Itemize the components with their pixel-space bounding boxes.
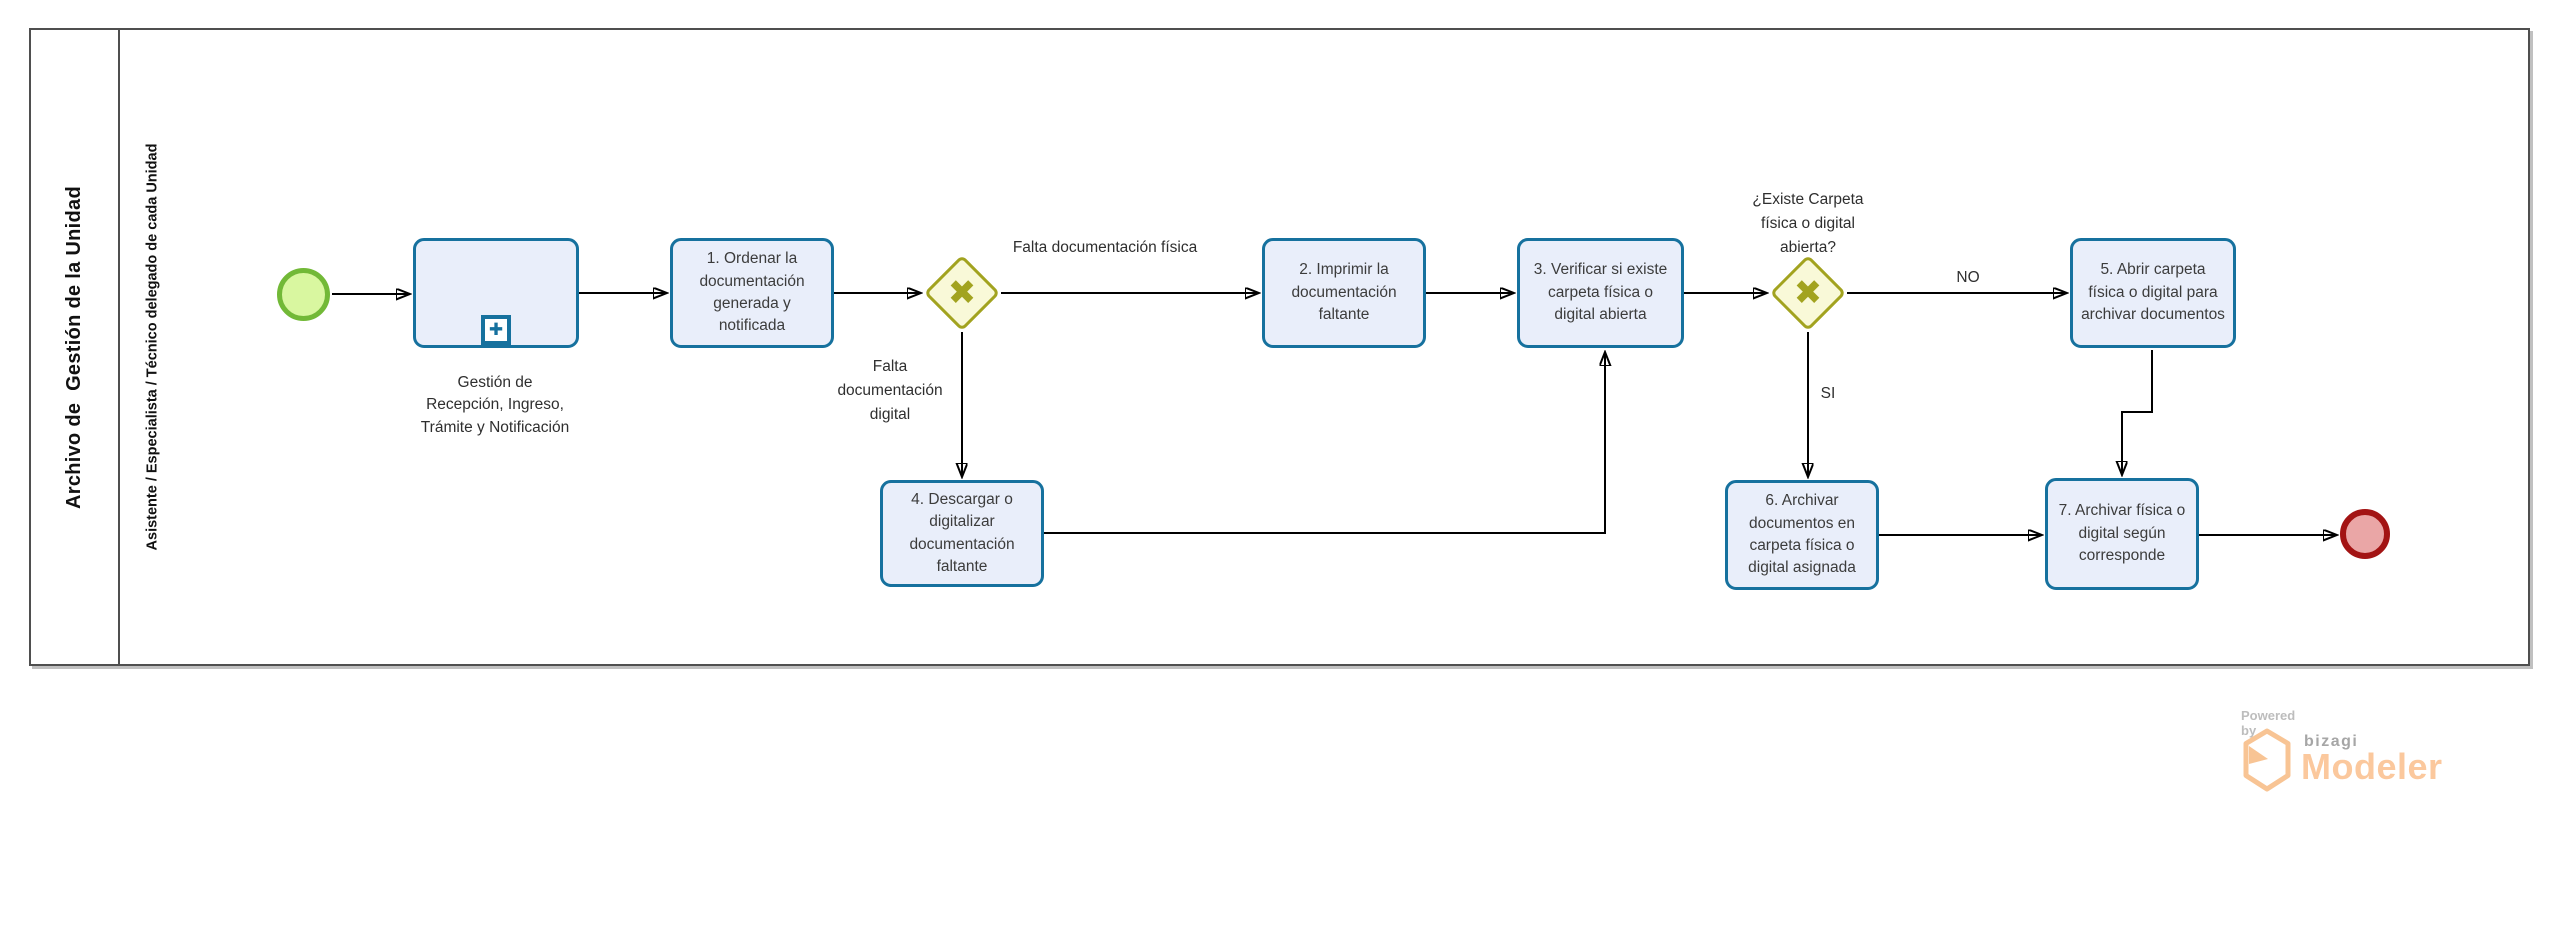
task-7-label: 7. Archivar física o digital según corre…: [2058, 502, 2186, 565]
powered-by-text: Powered by: [2241, 708, 2296, 738]
task-2-label: 2. Imprimir la documentación faltante: [1291, 261, 1397, 324]
subprocess-expand-box: ✚: [481, 315, 511, 345]
gateway-x-icon: ✖: [947, 273, 977, 313]
pool-title: Archivo de Gestión de la Unidad: [63, 185, 85, 509]
end-event: [2340, 509, 2390, 559]
flow-label-falta-digital: Falta documentación digital: [837, 358, 943, 424]
task-6-label: 6. Archivar documentos en carpeta física…: [1748, 492, 1856, 577]
task-1-label: 1. Ordenar la documentación generada y n…: [699, 250, 805, 335]
task-2-imprimir-documentacion: 2. Imprimir la documentación faltante: [1262, 238, 1426, 348]
modeler-product-text: Modeler: [2301, 746, 2443, 787]
start-event: [277, 268, 330, 321]
gateway-x-icon: ✖: [1793, 273, 1823, 313]
bizagi-brand-text: bizagi: [2304, 733, 2359, 750]
subprocess-label: Gestión de Recepción, Ingreso, Trámite y…: [420, 374, 570, 436]
task-4-descargar-digitalizar: 4. Descargar o digitalizar documentación…: [880, 480, 1044, 587]
pool-title-band: Archivo de Gestión de la Unidad: [31, 30, 120, 664]
task-6-archivar-documentos: 6. Archivar documentos en carpeta física…: [1725, 480, 1879, 590]
flow-label-si: SI: [1820, 385, 1836, 402]
subprocess-gestion-recepcion: ✚: [413, 238, 579, 348]
subprocess-plus-icon: ✚: [488, 319, 504, 340]
flow-label-no: NO: [1956, 269, 1980, 286]
task-5-label: 5. Abrir carpeta física o digital para a…: [2081, 261, 2225, 324]
bizagi-hexagon-icon: [2243, 728, 2291, 792]
lane-label: Asistente / Especialista / Técnico deleg…: [144, 143, 160, 551]
task-7-archivar-fisica-digital: 7. Archivar física o digital según corre…: [2045, 478, 2199, 590]
task-1-ordenar-documentacion: 1. Ordenar la documentación generada y n…: [670, 238, 834, 348]
task-5-abrir-carpeta: 5. Abrir carpeta física o digital para a…: [2070, 238, 2236, 348]
gateway-2-question-label: ¿Existe Carpeta física o digital abierta…: [1752, 191, 1864, 257]
flow-label-falta-fisica: Falta documentación física: [1012, 239, 1198, 256]
lane-label-band: Asistente / Especialista / Técnico deleg…: [122, 30, 182, 664]
task-4-label: 4. Descargar o digitalizar documentación…: [909, 490, 1015, 575]
task-3-verificar-carpeta: 3. Verificar si existe carpeta física o …: [1517, 238, 1684, 348]
task-3-label: 3. Verificar si existe carpeta física o …: [1533, 261, 1668, 324]
